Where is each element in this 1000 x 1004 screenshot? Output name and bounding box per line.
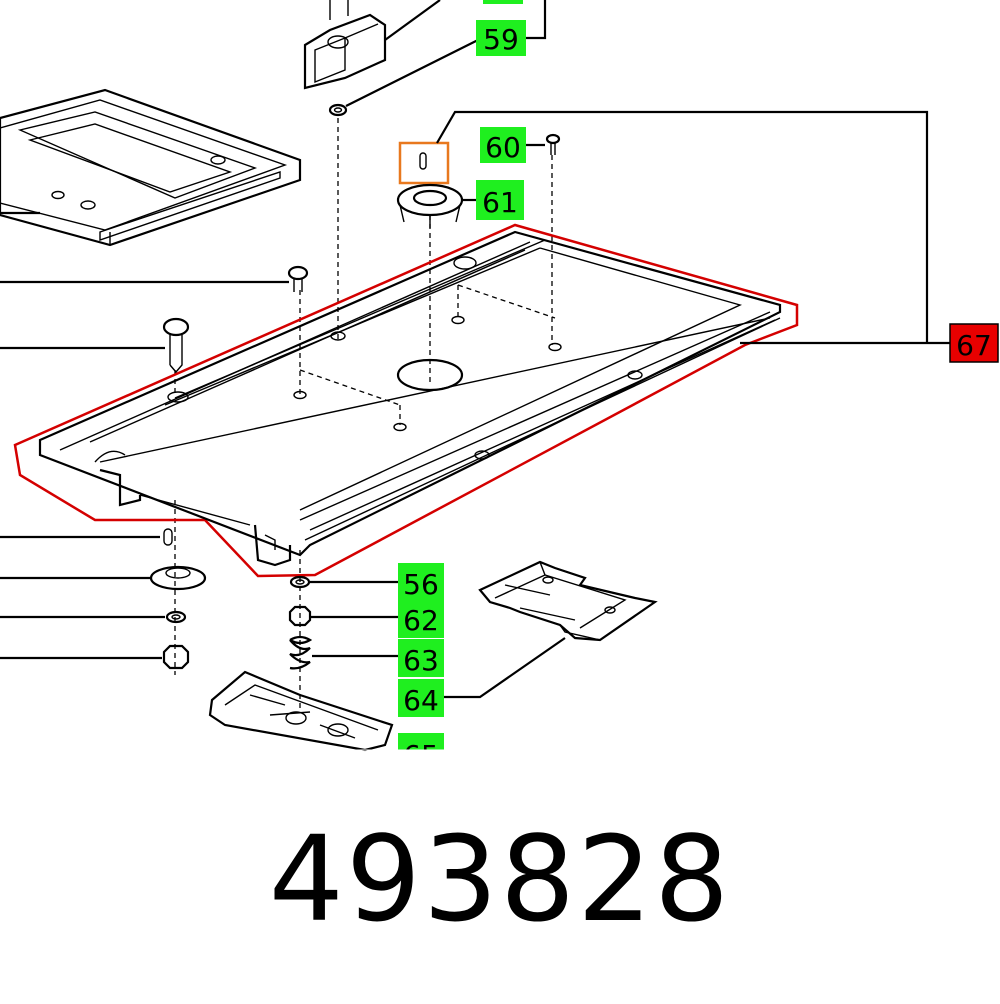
callout-59-label: 59: [483, 23, 519, 56]
base-plate: [13, 223, 950, 578]
left-screws: [0, 265, 309, 374]
callout-62-label: 62: [403, 604, 439, 637]
callout-67: 67: [949, 323, 999, 363]
callout-56: 56: [398, 563, 444, 601]
callout-63-label: 63: [403, 644, 439, 677]
pin-highlight: [398, 110, 929, 343]
callout-61-label: 61: [482, 186, 518, 219]
callout-65: 65: [398, 733, 444, 772]
shoe-part: [200, 670, 450, 752]
callout-60: 60: [480, 127, 561, 164]
lower-middle-hardware: [288, 575, 398, 670]
callout-64-label: 64: [403, 684, 439, 717]
tray-part: [0, 88, 302, 247]
lower-left-hardware: [0, 528, 207, 670]
callout-64: 64: [398, 637, 566, 717]
callout-60-label: 60: [485, 131, 521, 164]
callout-61: 61: [396, 180, 524, 228]
part-number: 493828: [268, 810, 732, 948]
callout-67-label: 67: [956, 329, 992, 362]
callout-63: 63: [398, 639, 444, 677]
callout-62: 62: [398, 600, 444, 638]
callout-65-label: 65: [403, 739, 439, 772]
guide-plate-part: [478, 560, 658, 642]
clamp-part: [303, 0, 479, 117]
callout-59: 59: [476, 0, 547, 56]
callout-56-label: 56: [403, 568, 439, 601]
